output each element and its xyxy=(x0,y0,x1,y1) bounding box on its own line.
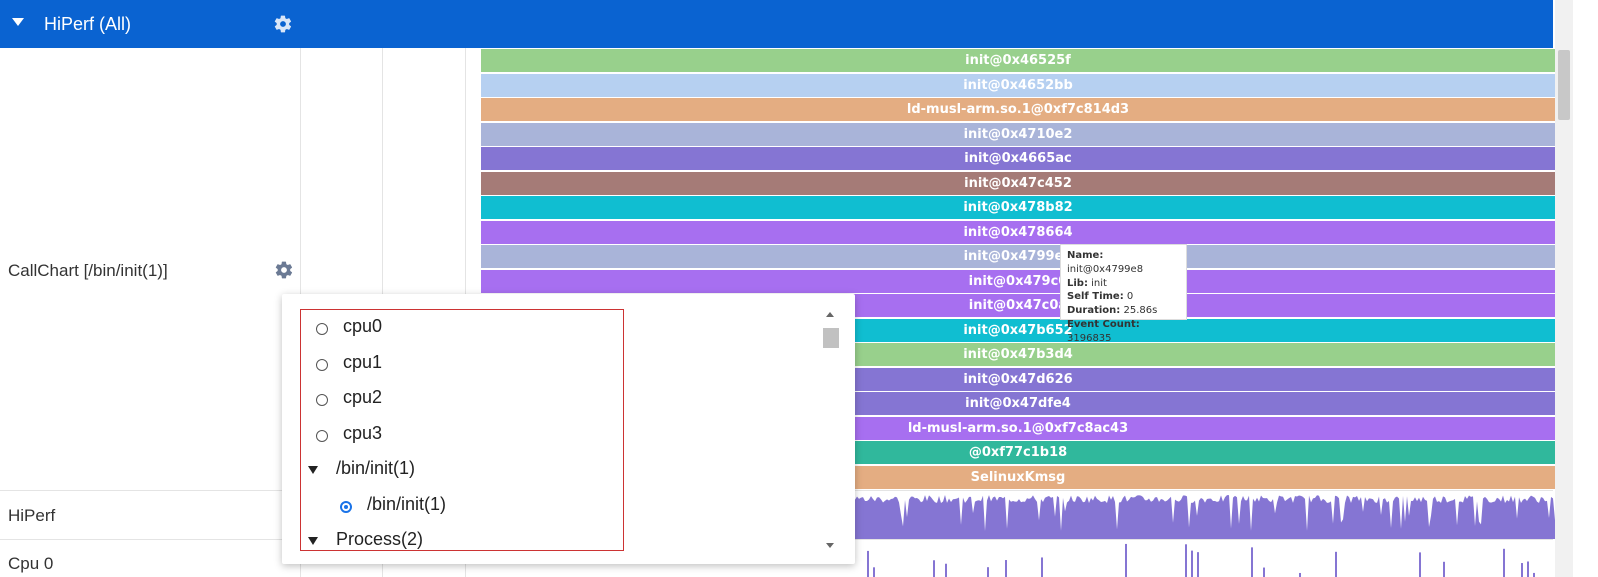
cpu0-bar xyxy=(1125,543,1127,577)
cpu0-bar xyxy=(1503,548,1505,577)
cpu0-bar xyxy=(1041,557,1043,577)
cpu-process-selector-popup[interactable]: cpu0 cpu1 cpu2 cpu3/bin/init(1) /bin/init(1)… xyxy=(282,294,855,564)
cpu0-bar xyxy=(1251,547,1253,577)
cpu0-bar xyxy=(1527,561,1529,577)
radio-checked-icon[interactable] xyxy=(340,500,352,513)
cpu0-bar xyxy=(1197,552,1199,577)
selector-option[interactable]: cpu1 xyxy=(315,352,615,376)
callchart-frame[interactable]: ld-musl-arm.so.1@0xf7c814d3 xyxy=(481,98,1555,121)
radio-unchecked-icon[interactable] xyxy=(316,429,328,442)
scroll-thumb[interactable] xyxy=(823,328,839,348)
callchart-frame[interactable]: init@0x478664 xyxy=(481,220,1555,244)
callchart-gear-icon[interactable] xyxy=(274,260,294,280)
tooltip-lib-key: Lib: xyxy=(1067,277,1088,289)
selector-group[interactable]: Process(2) xyxy=(308,529,615,550)
popup-scrollbar[interactable] xyxy=(822,306,840,554)
cpu0-bar xyxy=(1533,572,1535,577)
tooltip-duration-value: 25.86s xyxy=(1123,305,1158,317)
tooltip-lib-value: init xyxy=(1091,277,1107,289)
selector-option-label: Process(2) xyxy=(336,529,424,549)
expand-caret-icon[interactable] xyxy=(308,537,318,545)
callchart-frame[interactable]: init@0x4652bb xyxy=(481,73,1555,97)
frame-tooltip: Name: init@0x4799e8 Lib: init Self Time:… xyxy=(1060,244,1187,344)
selector-option[interactable]: cpu3 xyxy=(315,423,615,447)
track-title: HiPerf (All) xyxy=(44,14,132,34)
selector-option-label: cpu3 xyxy=(343,422,383,443)
selector-option[interactable]: /bin/init(1) xyxy=(315,494,615,518)
radio-unchecked-icon[interactable] xyxy=(316,394,328,406)
cpu0-bar xyxy=(945,563,947,577)
callchart-frame[interactable]: init@0x4665ac xyxy=(481,147,1555,170)
selector-option[interactable]: cpu0 xyxy=(315,316,615,340)
tooltip-self-key: Self Time: xyxy=(1067,291,1124,303)
cpu0-bar xyxy=(1419,552,1421,577)
tooltip-count-value: 3196835 xyxy=(1067,332,1112,344)
scroll-up-icon[interactable] xyxy=(826,312,834,317)
expand-caret-icon[interactable] xyxy=(308,466,318,474)
radio-unchecked-icon[interactable] xyxy=(316,323,328,335)
tooltip-duration-key: Duration: xyxy=(1067,305,1121,317)
tooltip-self-value: 0 xyxy=(1126,291,1134,303)
selector-option-label: cpu0 xyxy=(343,316,383,336)
page-scroll-thumb[interactable] xyxy=(1558,50,1570,120)
tooltip-count-key: Event Count: xyxy=(1067,318,1140,330)
selector-option-label: /bin/init(1) xyxy=(336,458,416,478)
tooltip-name-key: Name: xyxy=(1067,250,1104,261)
selector-option-label: cpu2 xyxy=(343,387,383,407)
scroll-down-icon[interactable] xyxy=(826,543,834,548)
cpu0-bar xyxy=(1521,563,1523,577)
selector-option-label: cpu1 xyxy=(343,351,383,372)
callchart-label: CallChart [/bin/init(1)] xyxy=(8,261,168,280)
track-header[interactable]: HiPerf (All) xyxy=(0,0,1553,48)
gear-icon[interactable] xyxy=(273,14,293,34)
cpu0-bar xyxy=(1335,551,1337,577)
cpu0-bar xyxy=(1299,572,1301,577)
tooltip-name-value: init@0x4799e8 xyxy=(1067,263,1144,275)
callchart-frame[interactable]: init@0x478b82 xyxy=(481,196,1555,219)
selector-list[interactable]: cpu0 cpu1 cpu2 cpu3/bin/init(1) /bin/init(1)… xyxy=(300,309,624,551)
cpu0-bar xyxy=(1185,544,1187,577)
callchart-frame[interactable]: init@0x479c0 xyxy=(481,269,1555,293)
cpu0-bar xyxy=(1005,560,1007,577)
collapse-triangle-icon[interactable] xyxy=(12,18,24,26)
radio-unchecked-icon[interactable] xyxy=(316,358,328,371)
cpu0-bar xyxy=(1263,567,1265,577)
cpu0-bar xyxy=(1191,550,1193,577)
cpu0-bar xyxy=(873,567,875,577)
hiperf-label: HiPerf xyxy=(8,506,56,525)
cpu0-bar xyxy=(987,567,989,577)
cpu0-bar xyxy=(1443,561,1445,577)
callchart-frame[interactable]: init@0x4799e8 xyxy=(481,245,1555,268)
selector-option[interactable]: cpu2 xyxy=(315,387,615,411)
cpu0-label: Cpu 0 xyxy=(8,554,54,573)
cpu0-bar xyxy=(867,550,869,577)
callchart-frame[interactable]: init@0x46525f xyxy=(481,49,1555,72)
page-scrollbar[interactable] xyxy=(1555,0,1573,577)
cpu0-graph xyxy=(867,543,1535,577)
callchart-frame[interactable]: init@0x47c452 xyxy=(481,171,1555,195)
cpu0-bar xyxy=(933,560,935,577)
selector-option-label: /bin/init(1) xyxy=(367,493,447,514)
callchart-frame[interactable]: init@0x4710e2 xyxy=(481,122,1555,146)
selector-group[interactable]: /bin/init(1) xyxy=(308,458,615,482)
